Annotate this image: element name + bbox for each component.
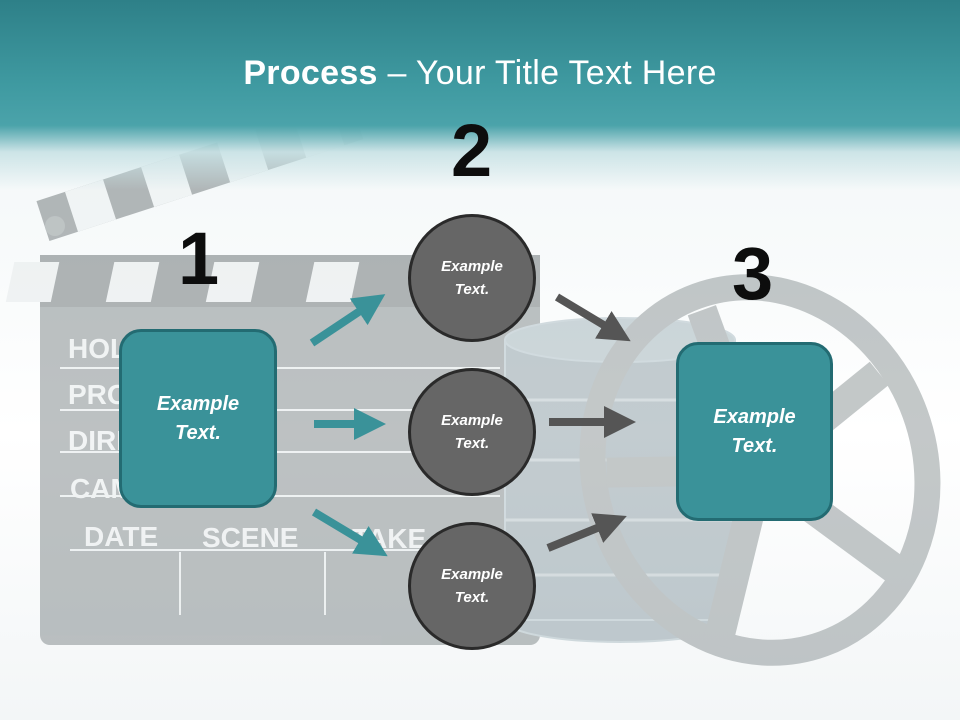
bg-label-date: DATE — [84, 521, 158, 552]
step-2-circle-middle-text: Example Text. — [441, 412, 503, 452]
slide-title: Process – Your Title Text Here — [0, 54, 960, 93]
step-2-circle-middle: Example Text. — [408, 368, 536, 496]
step-2-circle-top-text: Example Text. — [441, 258, 503, 298]
step-2-circle-bottom: Example Text. — [408, 522, 536, 650]
arrow-2-to-3-bottom — [546, 513, 627, 552]
title-rest: – Your Title Text Here — [377, 54, 717, 92]
step-2-circle-bottom-text: Example Text. — [441, 566, 503, 606]
step-3-number: 3 — [732, 232, 774, 315]
title-bold: Process — [243, 54, 378, 92]
step-1-text: Example Text. — [156, 392, 240, 444]
arrow-2-to-3-top — [554, 293, 631, 342]
bg-label-scene: SCENE — [202, 522, 298, 553]
step-1-number: 1 — [178, 217, 220, 300]
step-2-number: 2 — [451, 109, 493, 192]
title-banner — [0, 0, 960, 190]
step-1-box: Example Text. — [119, 329, 277, 508]
step-3-box: Example Text. — [676, 342, 833, 521]
step-2-circle-top: Example Text. — [408, 214, 536, 342]
step-3-text: Example Text. — [713, 405, 796, 457]
bg-label-pro: PRO — [68, 379, 129, 410]
arrow-1-to-2-bottom — [311, 508, 388, 557]
arrow-1-to-2-top — [309, 294, 386, 347]
